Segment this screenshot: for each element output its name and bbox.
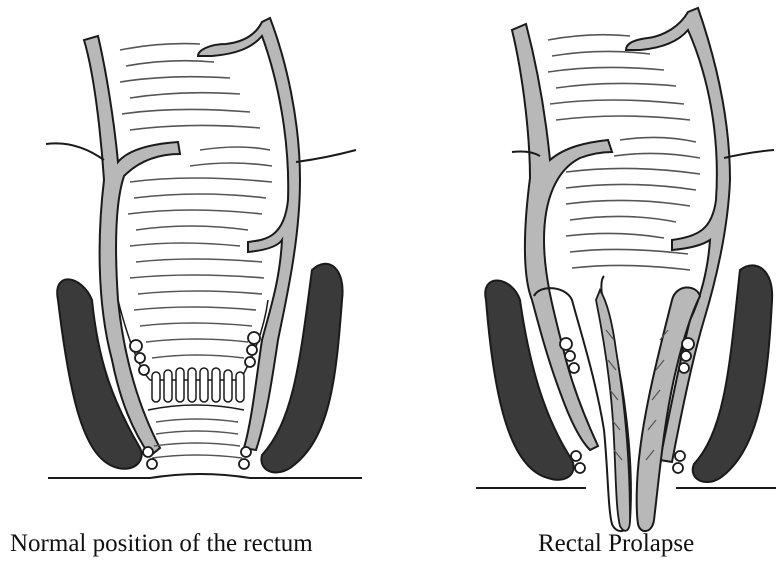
normal-rectum-figure: [46, 18, 362, 478]
dentate-line-a: [148, 405, 244, 410]
perineum-line-left: [48, 474, 362, 478]
anal-columns-a: [152, 368, 244, 402]
anal-canal-a: [152, 419, 242, 458]
mucosal-folds-a: [120, 44, 272, 358]
caption-normal-rectum: Normal position of the rectum: [10, 530, 313, 558]
prolapse-figure: [476, 8, 776, 531]
sacrum-line-right-a: [296, 150, 356, 162]
sacrum-line-left-a: [46, 143, 104, 160]
sacrum-line-right-b: [724, 150, 774, 158]
caption-rectal-prolapse: Rectal Prolapse: [538, 530, 694, 558]
